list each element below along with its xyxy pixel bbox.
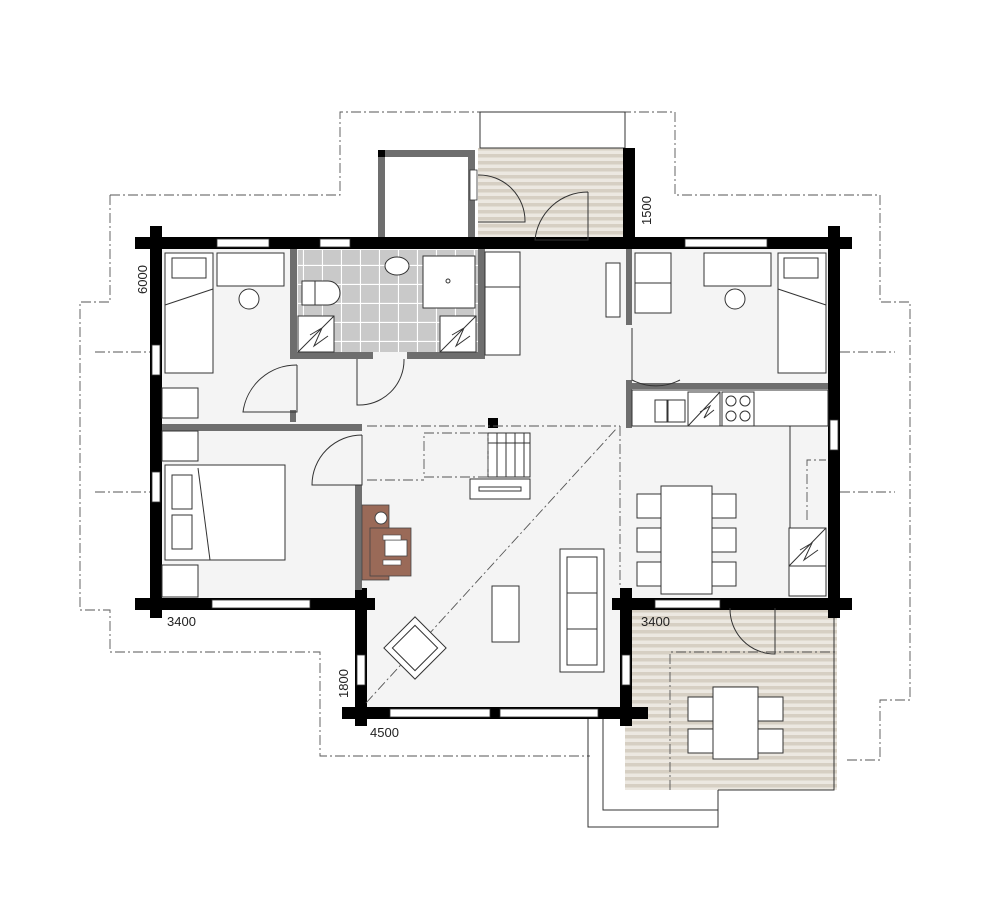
dimension-bedroom-width: 3400 (167, 614, 196, 629)
interior-walls (162, 249, 828, 590)
roof-outline-left (79, 195, 590, 757)
sink-icon (654, 399, 668, 423)
dining-set (636, 485, 737, 595)
dimension-dining-width: 3400 (641, 614, 670, 629)
staircase (365, 425, 621, 704)
sink-icon (384, 256, 410, 276)
entry-porch-deck (478, 148, 628, 240)
bedroom-top-right (634, 252, 827, 374)
bedroom-top-left (161, 252, 285, 419)
storage-room (378, 150, 475, 240)
dimension-bedroom-depth: 6000 (135, 265, 150, 294)
dimension-living-width: 4500 (370, 725, 399, 740)
shower-icon (422, 255, 476, 309)
terrace-steps (587, 608, 835, 828)
dining-table-icon (660, 485, 713, 595)
terrace-table-icon (712, 686, 759, 760)
bedroom-bottom-left (161, 430, 286, 598)
living-furniture (383, 548, 605, 680)
bathroom-fixtures (297, 251, 621, 356)
dimension-entry-porch: 1500 (639, 196, 654, 225)
study-desk (361, 504, 412, 581)
terrace-dining-set (669, 651, 836, 790)
doors (242, 174, 776, 655)
chair-icon (238, 288, 260, 310)
windows (151, 169, 839, 718)
chair-icon (724, 288, 746, 310)
dimension-living-bay: 1800 (336, 669, 351, 698)
toilet-icon (314, 280, 341, 306)
stove-icon (721, 391, 755, 427)
desk-icon (703, 252, 772, 287)
kitchen (631, 389, 829, 597)
desk-icon (216, 252, 285, 287)
armchair-icon (383, 616, 447, 680)
porch-step (479, 111, 626, 149)
coffee-table-icon (491, 585, 520, 643)
